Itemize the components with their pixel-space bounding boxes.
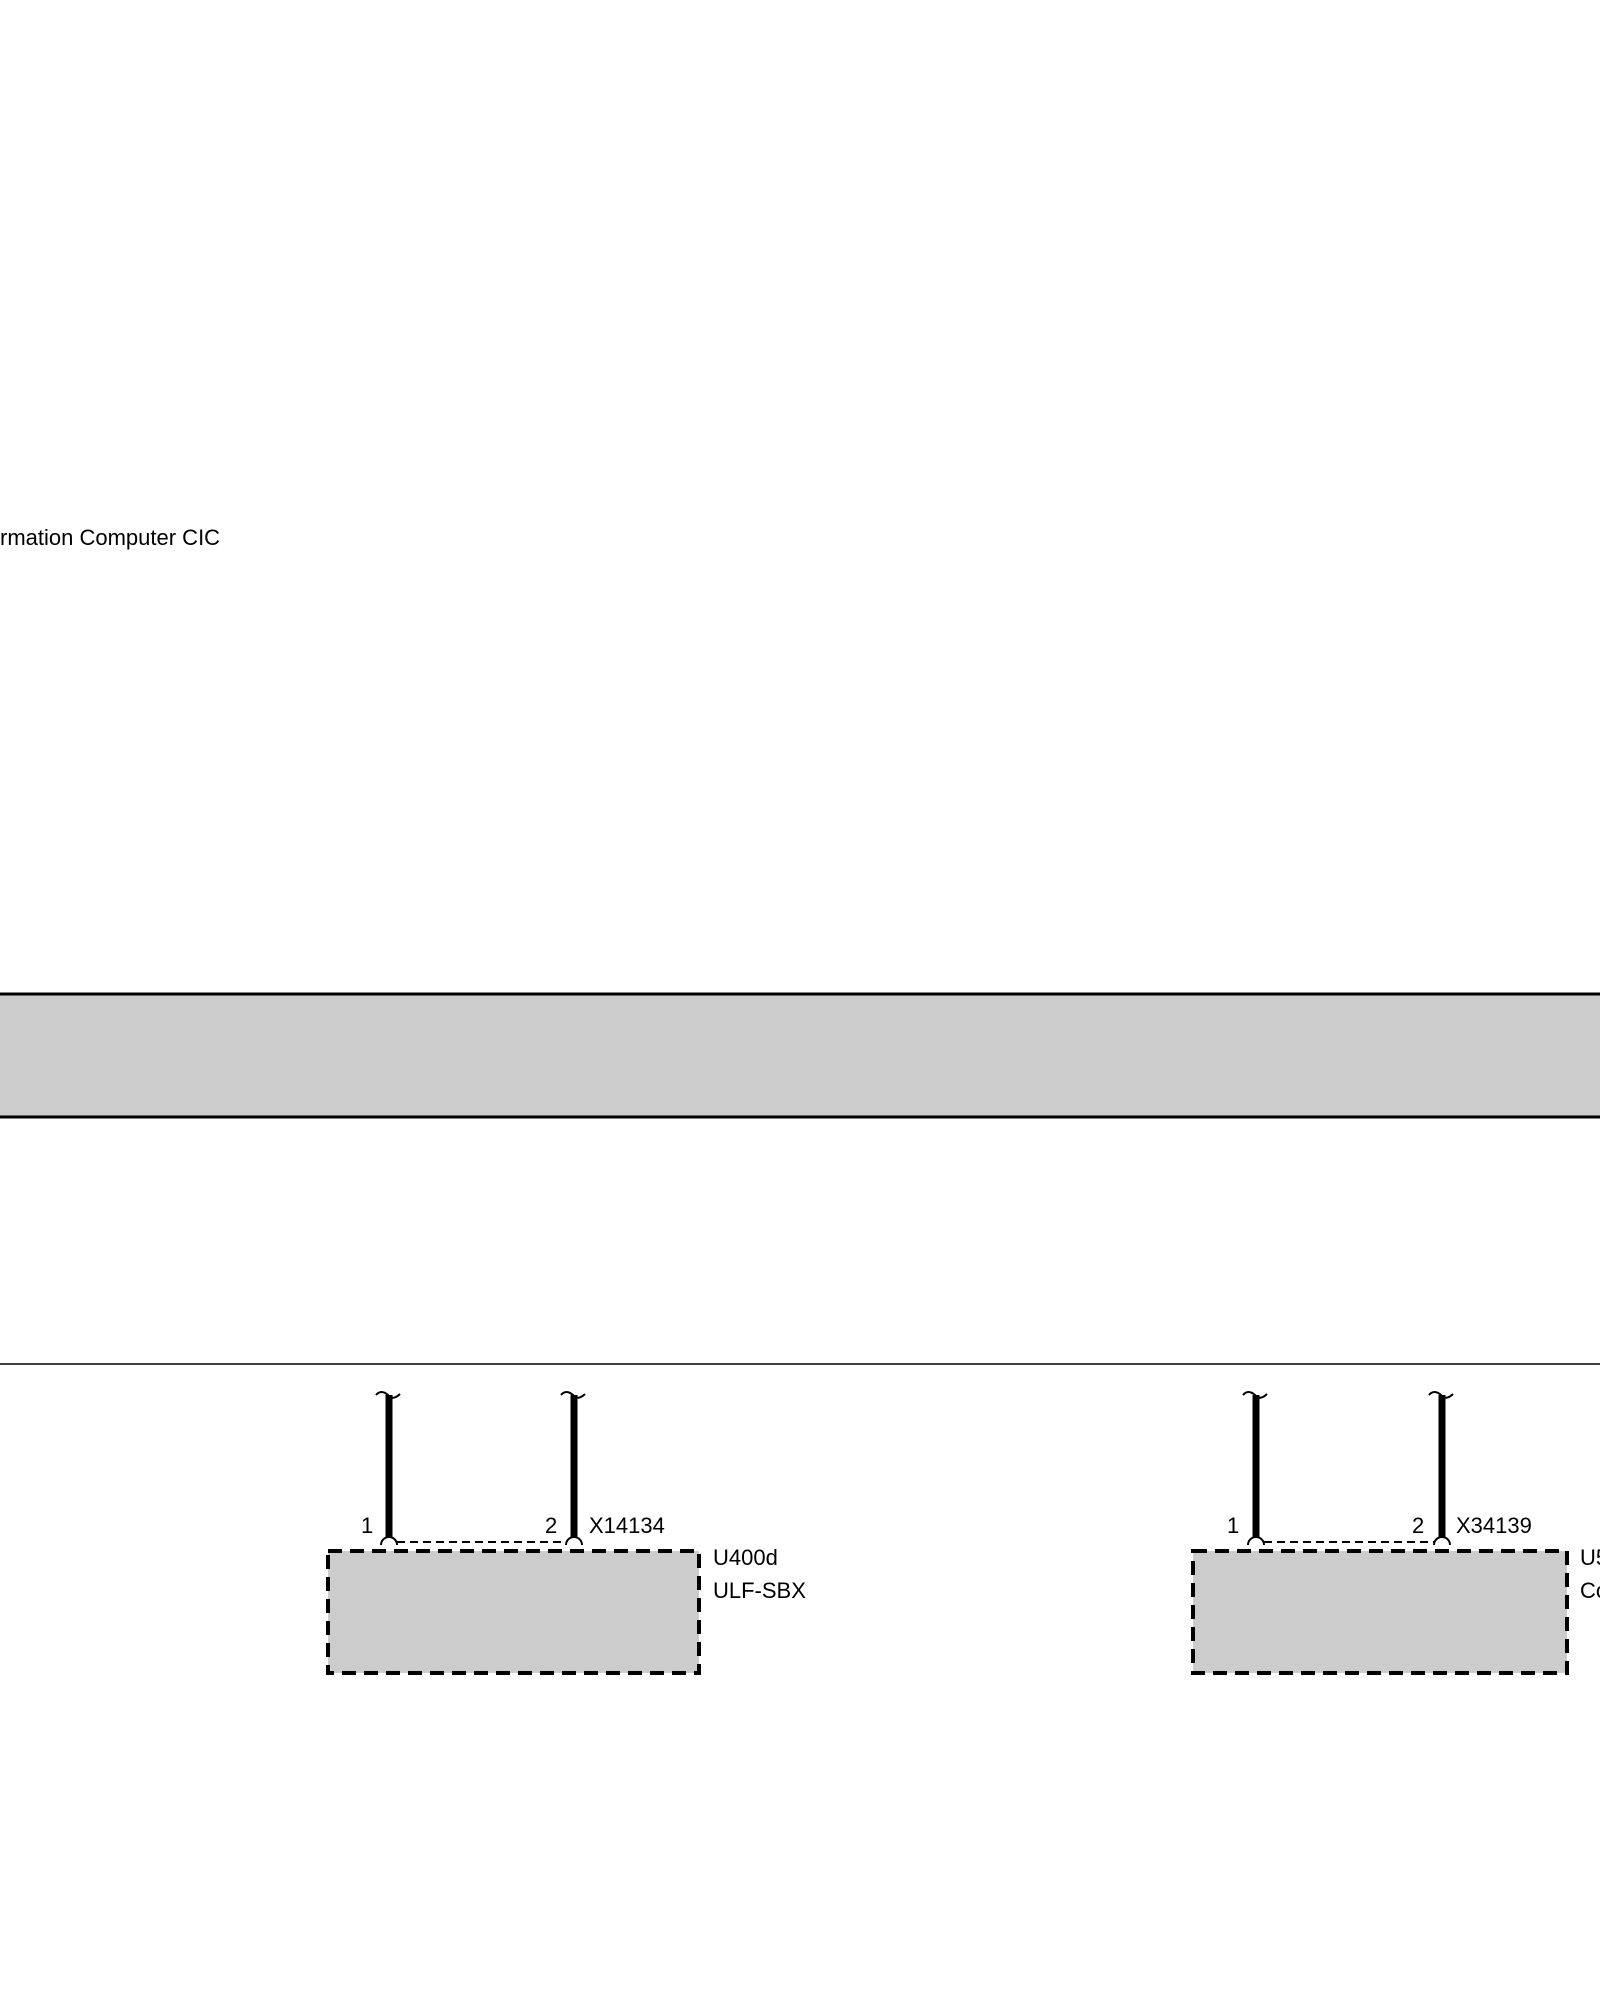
pin-2-contact [565, 1536, 583, 1546]
module-u400d [326, 1549, 701, 1675]
module-name: Co [1580, 1578, 1600, 1603]
pin-2-contact [1433, 1536, 1451, 1546]
pin-1-label: 1 [361, 1513, 373, 1538]
module-id: U5 [1580, 1545, 1600, 1570]
connector-x34139: 1 2 X34139 U5 Co [1191, 1391, 1600, 1675]
module-id: U400d [713, 1545, 778, 1570]
connector-id: X14134 [589, 1513, 665, 1538]
cic-module-band [0, 992, 1600, 1119]
pin-1-contact [1247, 1536, 1265, 1546]
connector-id: X34139 [1456, 1513, 1532, 1538]
connector-x14134: 1 2 X14134 U400d ULF-SBX [326, 1391, 806, 1675]
pin-2-label: 2 [545, 1513, 557, 1538]
pin-1-label: 1 [1227, 1513, 1239, 1538]
module-u5 [1191, 1549, 1569, 1675]
cic-label: rmation Computer CIC [0, 525, 220, 550]
module-name: ULF-SBX [713, 1578, 806, 1603]
pin-1-contact [380, 1536, 398, 1546]
pin-2-label: 2 [1412, 1513, 1424, 1538]
